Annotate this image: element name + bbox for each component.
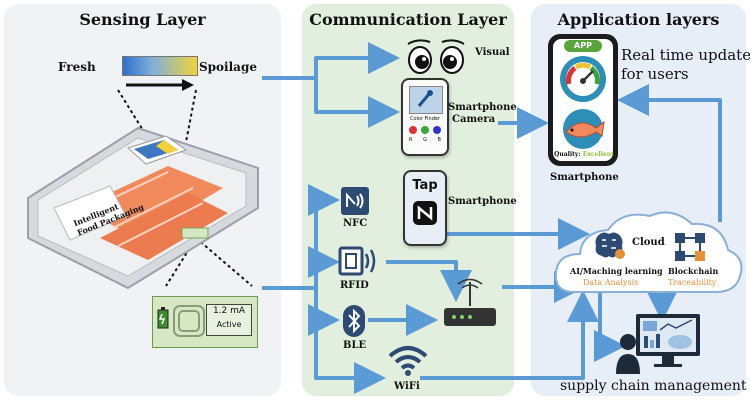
rgb-label-b: B <box>437 137 441 143</box>
arrow-cloud-to-supply <box>594 292 626 362</box>
tag-current-display: 1.2 mA Active <box>206 304 252 336</box>
rgb-label-g: G <box>423 137 427 143</box>
rfid-icon <box>338 246 376 276</box>
wifi-icon <box>388 346 428 376</box>
application-layer-title: Application layers <box>557 10 720 29</box>
arrow-to-nfc <box>262 184 340 290</box>
eyes-icon <box>407 39 465 74</box>
quality-gauge-icon <box>560 56 606 102</box>
ai-label: AI/Maching learning <box>570 266 663 276</box>
nfc-label: NFC <box>343 218 368 229</box>
freshness-gradient-bar <box>122 56 198 76</box>
battery-antenna-icon <box>157 305 205 337</box>
food-package-illustration <box>27 89 259 290</box>
smartphone-label: Smartphone <box>550 172 619 183</box>
nfc-icon <box>341 187 369 215</box>
tap-phone: Tap <box>403 170 447 246</box>
bluetooth-icon <box>343 305 365 337</box>
green-dot <box>421 126 429 134</box>
quality-label: Quality: <box>554 151 581 158</box>
tap-label: Tap <box>412 178 438 193</box>
app-phone: APP Quality: Excellent <box>548 34 618 166</box>
fresh-label: Fresh <box>58 60 96 74</box>
tag-status: Active <box>216 320 242 329</box>
arrow-right-icon <box>126 79 194 91</box>
traceability-label: Traceability <box>668 278 717 287</box>
cloud-shape <box>554 211 743 293</box>
supply-chain-label: supply chain management <box>560 378 747 394</box>
blockchain-label: Blockchain <box>668 266 719 276</box>
arrow-to-wifi <box>314 320 386 394</box>
quality-readout: Quality: Excellent <box>554 151 614 158</box>
wifi-label: WiFi <box>394 381 420 392</box>
quality-value: Excellent <box>582 151 614 158</box>
supply-chain-monitor-icon <box>616 314 700 374</box>
camera-label-line1: Smartphone <box>448 102 517 113</box>
data-analysis-label: Data Analysis <box>583 278 639 287</box>
red-dot <box>409 126 417 134</box>
arrow-to-camera <box>314 78 400 128</box>
ai-brain-icon <box>595 232 625 259</box>
router-icon <box>444 278 496 326</box>
eyedropper-icon <box>417 90 433 107</box>
salmon-fish-icon <box>563 109 605 149</box>
blue-dot <box>433 126 441 134</box>
arrow-to-visual <box>262 42 400 80</box>
rgb-label-r: R <box>409 137 413 143</box>
arrow-to-ble <box>308 288 340 336</box>
cloud-label: Cloud <box>632 237 665 248</box>
app-badge: APP <box>564 40 602 52</box>
realtime-line2: for users <box>621 65 689 83</box>
color-finder-label: Color Finder <box>409 116 441 122</box>
sensing-layer-title: Sensing Layer <box>79 10 206 29</box>
tag-current: 1.2 mA <box>212 306 246 316</box>
arrow-wifi-to-cloud <box>420 290 599 380</box>
realtime-line1: Real time update <box>621 46 750 64</box>
color-finder-phone: Color Finder R G B <box>401 78 449 156</box>
rgb-dots <box>409 126 441 136</box>
communication-layer-title: Communication Layer <box>309 10 507 29</box>
realtime-text: Real time update for users <box>621 46 750 84</box>
nfc-n-icon <box>413 201 437 225</box>
spoilage-label: Spoilage <box>199 60 257 74</box>
camera-label-line2: Camera <box>452 114 496 125</box>
arrow-cloud-to-app <box>617 84 722 222</box>
rgb-labels: R G B <box>409 137 441 143</box>
blockchain-icon <box>675 233 705 261</box>
rfid-label: RFID <box>340 280 369 291</box>
color-finder-swatch <box>409 86 443 114</box>
ble-label: BLE <box>343 340 367 351</box>
camera-label: Smartphone Camera <box>448 102 517 126</box>
arrow-rfid-to-router <box>386 260 472 302</box>
visual-label: Visual <box>475 47 510 58</box>
tap-smartphone-label: Smartphone <box>448 196 517 207</box>
